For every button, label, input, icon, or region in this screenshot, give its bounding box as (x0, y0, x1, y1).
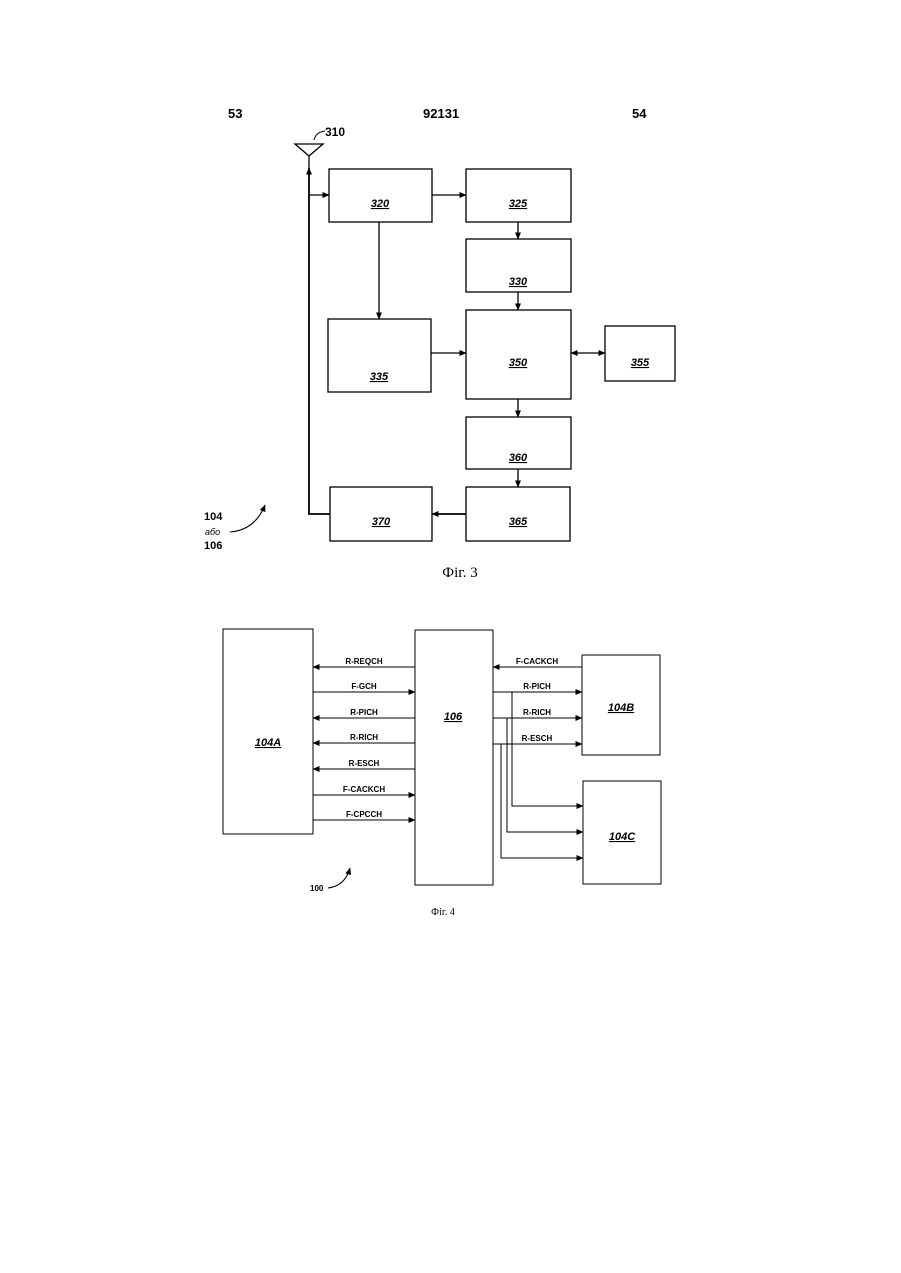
label-330: 330 (509, 276, 528, 288)
ref-label-100: 100 (310, 884, 324, 893)
label-355: 355 (631, 357, 650, 369)
figure-3-caption: Фіг. 3 (442, 565, 477, 581)
ref-label-or: або (205, 527, 220, 537)
signal-label-f-gch: F-GCH (351, 682, 377, 691)
block-370 (330, 487, 432, 541)
block-104a (223, 629, 313, 834)
block-320 (329, 169, 432, 222)
ref-arrow-104-106 (230, 505, 265, 532)
label-104b: 104B (608, 702, 634, 714)
label-320: 320 (371, 198, 390, 210)
label-106: 106 (444, 711, 463, 723)
label-104a: 104A (255, 737, 281, 749)
signal-label-right-r-rich: R-RICH (523, 708, 551, 717)
antenna-icon (295, 131, 325, 168)
label-360: 360 (509, 452, 528, 464)
label-335: 335 (370, 371, 389, 383)
block-365 (466, 487, 570, 541)
signal-label-f-cpcch: F-CPCCH (346, 810, 382, 819)
signal-label-f-cackch: F-CACKCH (343, 785, 385, 794)
label-350: 350 (509, 357, 528, 369)
feedback-370-to-antenna (309, 168, 330, 514)
signal-label-r-rich: R-RICH (350, 733, 378, 742)
signal-label-right-r-pich: R-PICH (523, 682, 551, 691)
figure-3: 310 (230, 125, 675, 541)
block-325 (466, 169, 571, 222)
label-325: 325 (509, 198, 528, 210)
ref-label-104: 104 (204, 511, 223, 523)
figure-4 (223, 629, 661, 888)
ref-label-106: 106 (204, 540, 222, 552)
block-350 (466, 310, 571, 399)
figure-4-caption: Фіг. 4 (431, 907, 455, 918)
signal-label-r-pich: R-PICH (350, 708, 378, 717)
signal-label-right-r-esch: R-ESCH (522, 734, 553, 743)
signal-label-right-f-cackch: F-CACKCH (516, 657, 558, 666)
block-106 (415, 630, 493, 885)
antenna-label: 310 (325, 125, 345, 139)
label-365: 365 (509, 516, 528, 528)
branch-to-104c-3 (501, 744, 583, 858)
block-355 (605, 326, 675, 381)
label-104c: 104C (609, 831, 636, 843)
signal-label-r-esch: R-ESCH (349, 759, 380, 768)
ref-arrow-100 (328, 868, 350, 888)
label-370: 370 (372, 516, 391, 528)
signal-label-r-reqch: R-REQCH (345, 657, 383, 666)
